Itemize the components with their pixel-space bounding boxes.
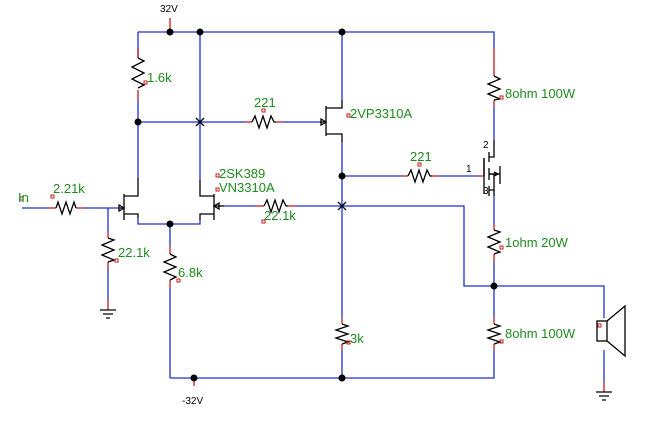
resistor-r-load-top[interactable]: [486, 75, 503, 101]
label-r-bias: 22.1k: [118, 245, 150, 260]
resistor-r-tail[interactable]: [162, 253, 178, 281]
component-leads: [48, 18, 605, 392]
label-r-feedback: 22.1k: [264, 208, 296, 223]
label-r-top-left: 1.6k: [147, 70, 172, 85]
label-r-in: 2.21k: [53, 181, 85, 196]
label-r-sense: 1ohm 20W: [505, 235, 569, 250]
label-r-load-top: 8ohm 100W: [505, 86, 576, 101]
junctions: [134, 28, 498, 382]
resistor-r-sense[interactable]: [486, 229, 502, 255]
mosfet-pin-drain: 2: [483, 140, 489, 151]
ground-symbol-speaker: [596, 391, 612, 401]
positive-rail-wire: [138, 31, 495, 48]
transistors: [118, 100, 501, 220]
resistor-r-top-left[interactable]: [130, 57, 146, 89]
label-r-gate-p: 221: [254, 95, 276, 110]
resistor-r-bias[interactable]: [100, 237, 116, 263]
resistors: [55, 57, 503, 345]
input-label: In: [18, 190, 29, 205]
label-r-low: 3k: [350, 331, 364, 346]
label-q-driver-p: 2VP3310A: [350, 106, 412, 121]
power-mosfet[interactable]: [483, 140, 501, 196]
resistor-r-feedback[interactable]: [263, 197, 288, 215]
resistor-r-in[interactable]: [55, 199, 77, 217]
mosfet-pin-source: 3: [483, 186, 489, 197]
resistor-r-load-bot[interactable]: [485, 323, 503, 345]
resistor-r-gate-n[interactable]: [407, 167, 432, 185]
ground-symbol-left: [100, 309, 116, 319]
positive-rail-label: 32V: [160, 4, 178, 15]
resistor-r-low[interactable]: [333, 323, 351, 345]
wiring: [22, 31, 605, 382]
negative-rail-wire: [170, 350, 495, 379]
label-q-pair: 2SK389: [219, 166, 265, 181]
jfet-left[interactable]: [118, 178, 139, 220]
label-r-load-bot: 8ohm 100W: [505, 326, 576, 341]
jfet-right[interactable]: [199, 180, 224, 220]
label-r-gate-n: 221: [410, 149, 432, 164]
labels: 32V -32V In 2.21k 22.1k 1.6k 6.8k 221 22…: [18, 4, 576, 407]
mosfet-pin-gate: 1: [466, 164, 472, 175]
pin-markers: [19, 80, 602, 345]
label-r-tail: 6.8k: [178, 265, 203, 280]
speaker-icon[interactable]: [596, 304, 626, 358]
label-q-driver-n: VN3310A: [219, 180, 275, 195]
resistor-r-gate-p[interactable]: [251, 113, 276, 131]
negative-rail-label: -32V: [182, 396, 203, 407]
jfet-driver-p[interactable]: [320, 100, 343, 142]
